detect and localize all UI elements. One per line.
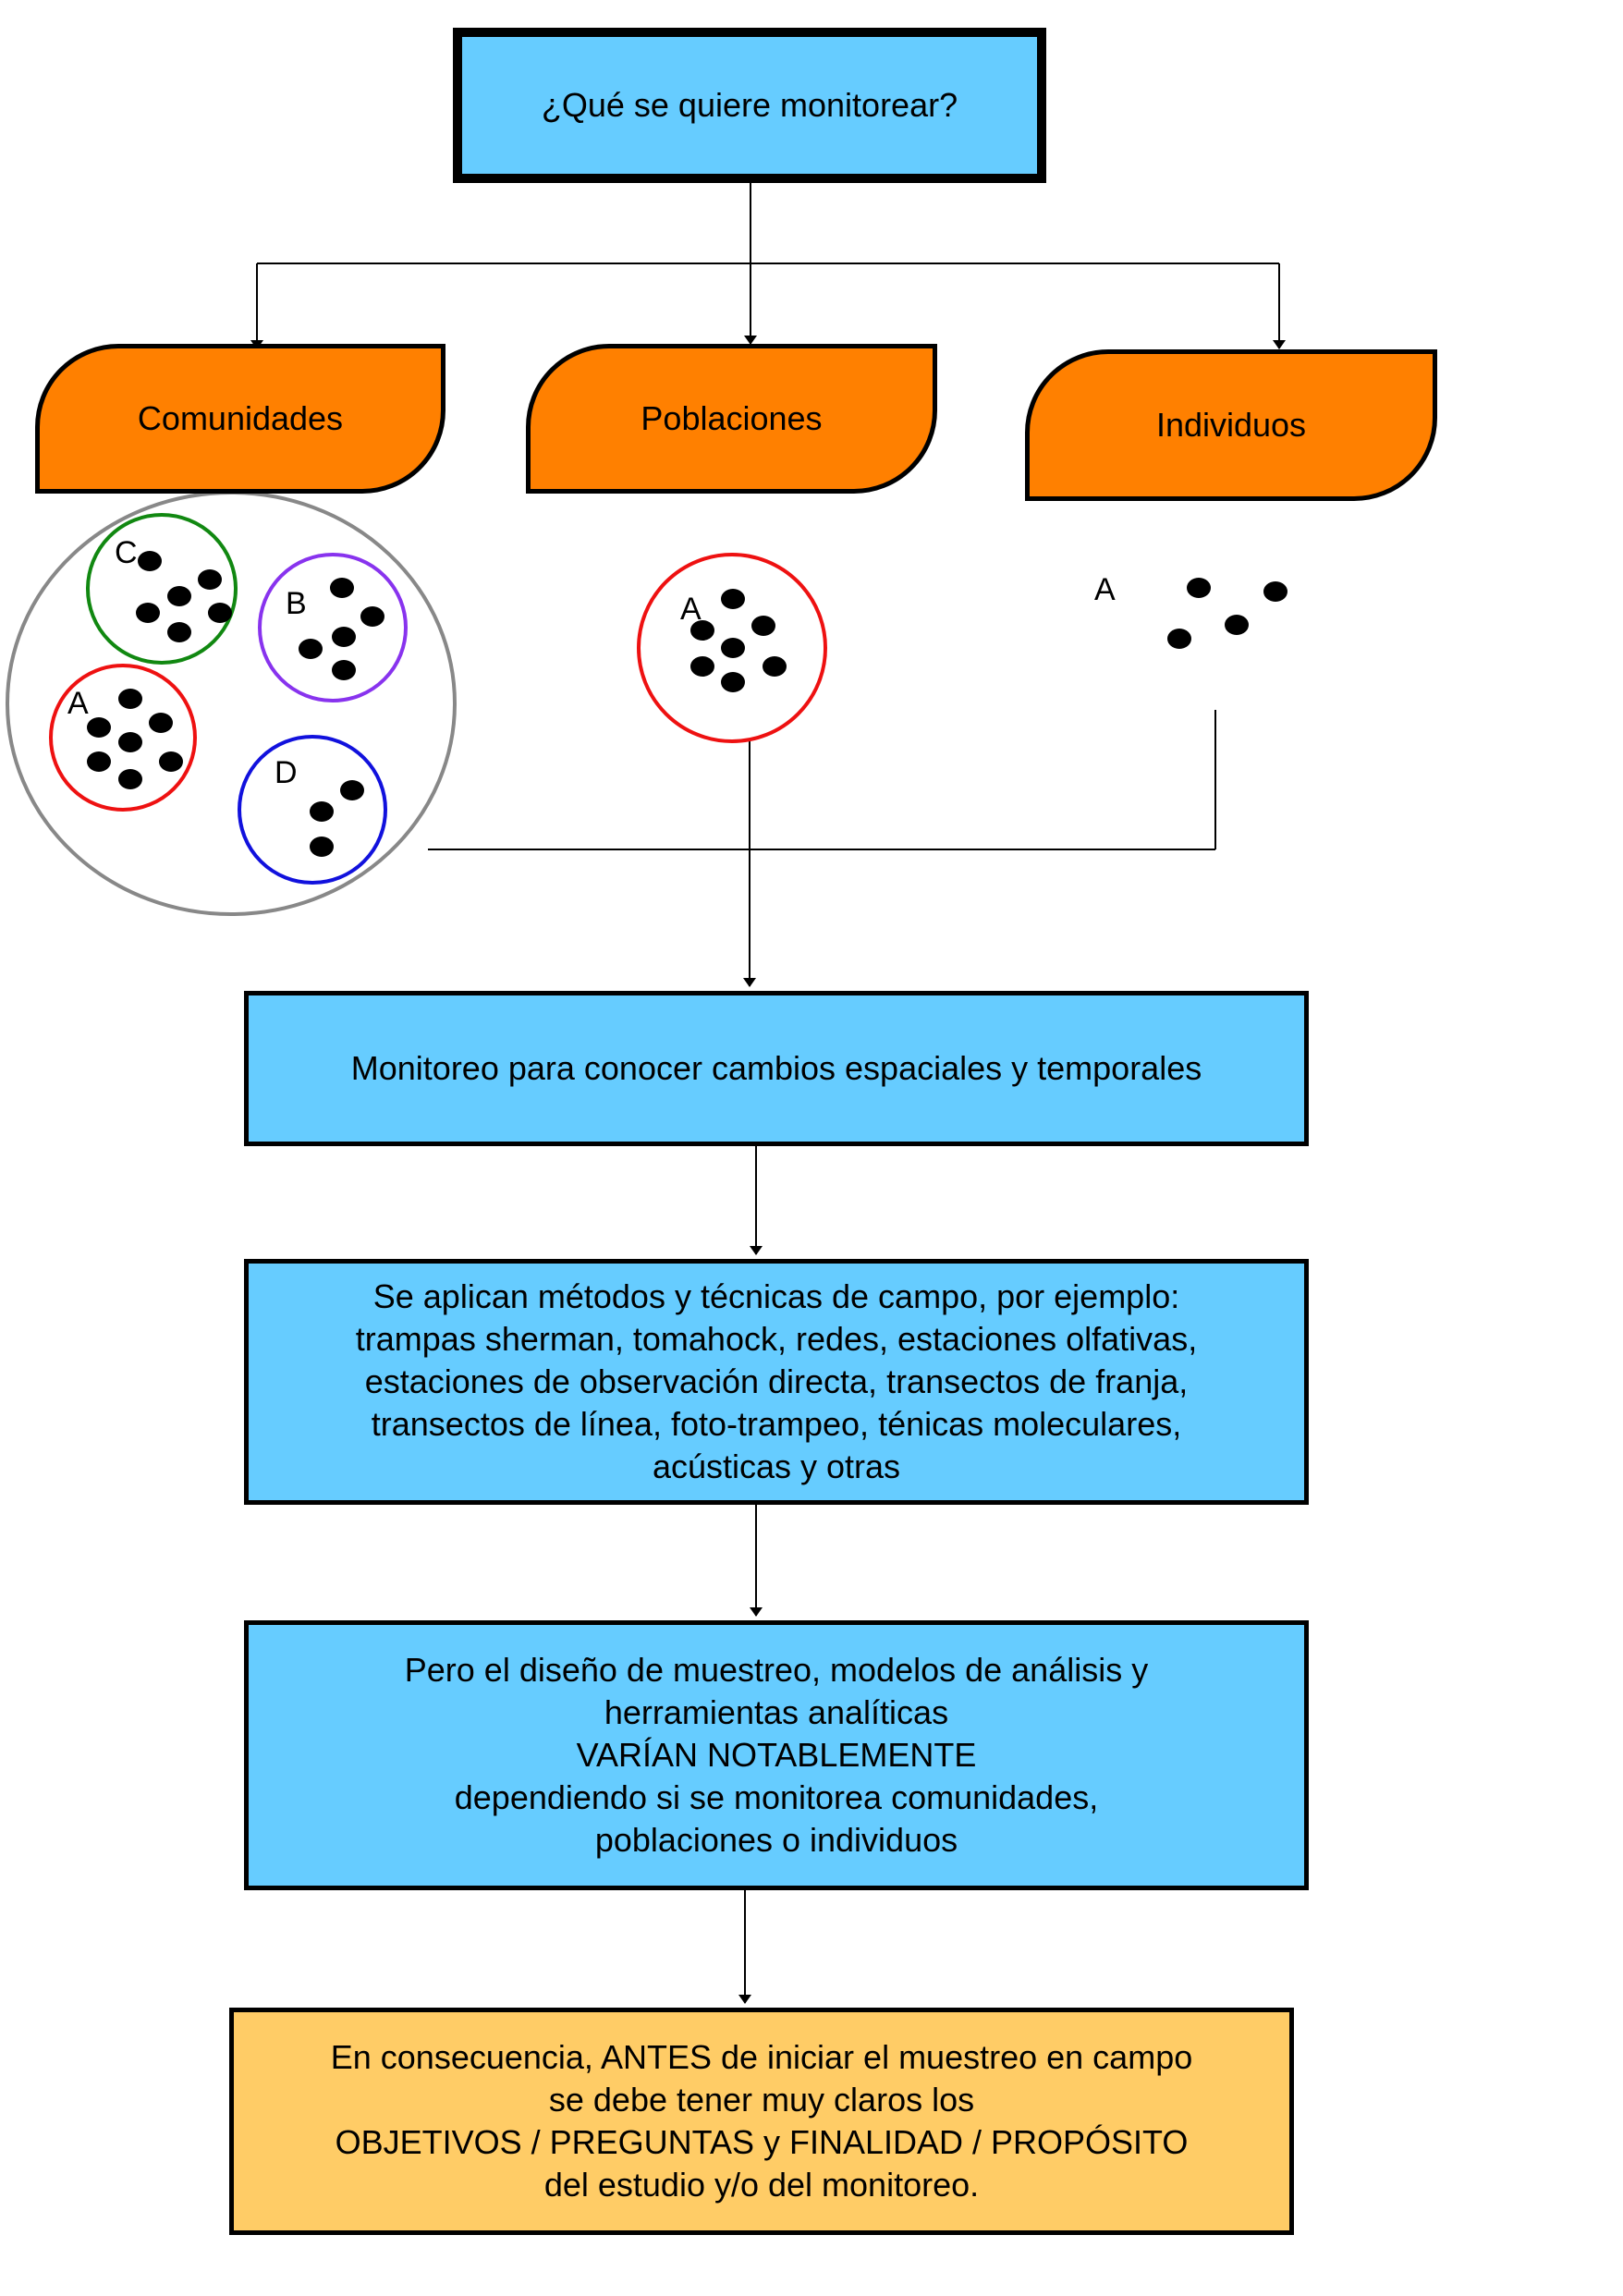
category-individuos-label: Individuos [1155, 406, 1307, 444]
population-ring-a [637, 553, 827, 743]
label-community-c: C [115, 535, 138, 570]
community-ring-b [258, 553, 408, 702]
step-monitoreo: Monitoreo para conocer cambios espaciale… [244, 991, 1309, 1146]
community-ring-d [238, 735, 387, 885]
step-consecuencia-text: En consecuencia, ANTES de iniciar el mue… [330, 2038, 1193, 2204]
individual-dots [87, 551, 1287, 857]
question-box: ¿Qué se quiere monitorear? [453, 28, 1046, 183]
step-metodos-text: Se aplican métodos y técnicas de campo, … [355, 1277, 1198, 1485]
step-consecuencia: En consecuencia, ANTES de iniciar el mue… [229, 2008, 1294, 2235]
step-diseno: Pero el diseño de muestreo, modelos de a… [244, 1620, 1309, 1890]
category-comunidades: Comunidades [35, 344, 445, 494]
step-diseno-text: Pero el diseño de muestreo, modelos de a… [404, 1651, 1149, 1859]
community-ring-c [86, 513, 238, 665]
step-monitoreo-text: Monitoreo para conocer cambios espaciale… [350, 1049, 1202, 1087]
category-individuos: Individuos [1025, 349, 1437, 501]
label-community-a: A [67, 686, 89, 721]
step-metodos: Se aplican métodos y técnicas de campo, … [244, 1259, 1309, 1505]
category-poblaciones: Poblaciones [526, 344, 937, 494]
label-individual-a: A [1094, 572, 1116, 607]
label-community-d: D [275, 755, 298, 790]
question-text: ¿Qué se quiere monitorear? [541, 86, 958, 124]
community-ring-a [49, 664, 197, 812]
category-comunidades-label: Comunidades [137, 399, 344, 437]
label-community-b: B [286, 586, 307, 621]
label-population-a: A [680, 592, 702, 627]
category-poblaciones-label: Poblaciones [641, 399, 823, 437]
